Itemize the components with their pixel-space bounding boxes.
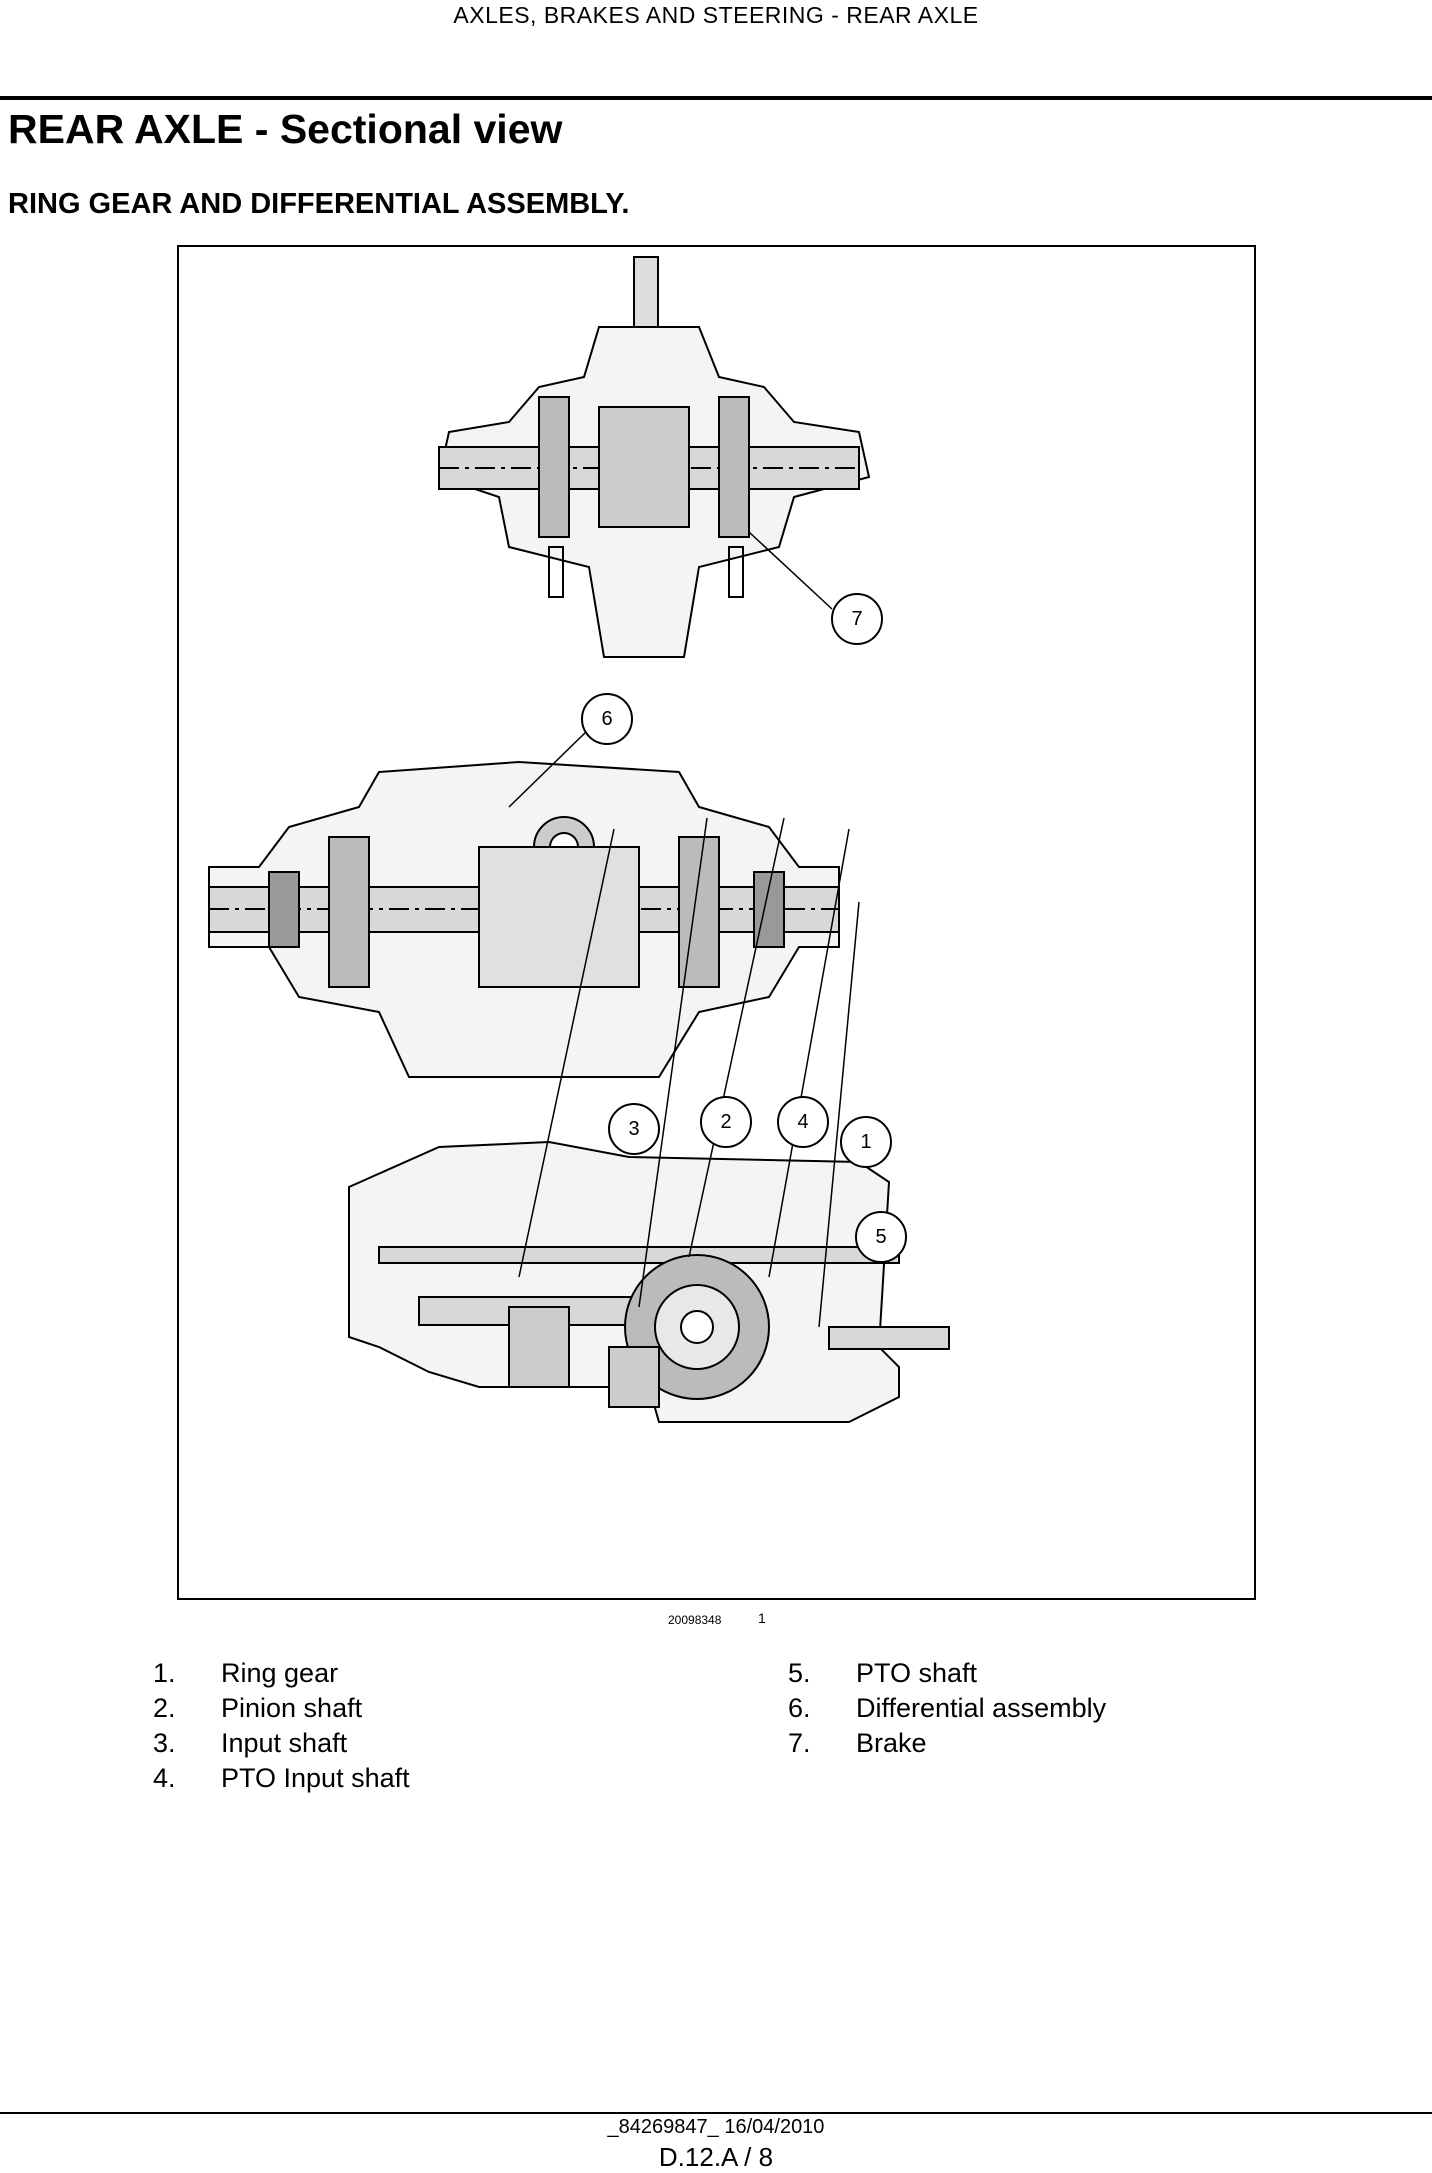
leader-lines [508, 531, 860, 1328]
footer-page-number: D.12.A / 8 [658, 2142, 774, 2172]
callout-7: 7 [831, 593, 883, 645]
legend-number: 3. [153, 1728, 176, 1758]
callout-4: 4 [777, 1096, 829, 1148]
header-rule [0, 96, 1432, 100]
legend-label: Pinion shaft [221, 1693, 363, 1723]
legend-label: Input shaft [221, 1728, 348, 1758]
svg-text:7: 7 [851, 608, 862, 630]
longitudinal-section-drawing [348, 1140, 950, 1423]
callout-1: 1 [840, 1116, 892, 1168]
legend-number: 6. [788, 1693, 811, 1723]
svg-text:3: 3 [628, 1118, 639, 1140]
legend-number: 1. [153, 1658, 176, 1688]
callouts: 7 6 3 2 4 1 5 [581, 593, 907, 1263]
callout-5: 5 [855, 1211, 907, 1263]
callout-3: 3 [608, 1103, 660, 1155]
figure-number: 1 [758, 1610, 766, 1626]
callout-2: 2 [700, 1096, 752, 1148]
legend-number: 5. [788, 1658, 811, 1688]
svg-text:6: 6 [601, 708, 612, 730]
legend-label: PTO shaft [856, 1658, 978, 1688]
legend-label: Ring gear [221, 1658, 339, 1688]
running-header: AXLES, BRAKES AND STEERING - REAR AXLE [453, 2, 979, 28]
legend-label: PTO Input shaft [221, 1763, 410, 1793]
svg-text:4: 4 [797, 1111, 808, 1133]
callout-6: 6 [581, 693, 633, 745]
figure-image-id: 20098348 [668, 1613, 722, 1627]
rear-axle-drawing [208, 256, 950, 1423]
sectional-view-figure: 7 6 3 2 4 1 5 [177, 245, 1256, 1600]
page-title: REAR AXLE - Sectional view [8, 106, 563, 152]
footer-doc-reference: _84269847_ 16/04/2010 [607, 2116, 825, 2138]
svg-text:5: 5 [875, 1226, 886, 1248]
legend-label: Brake [856, 1728, 927, 1758]
legend-number: 2. [153, 1693, 176, 1723]
legend-number: 4. [153, 1763, 176, 1793]
svg-text:2: 2 [720, 1111, 731, 1133]
legend-label: Differential assembly [856, 1693, 1107, 1723]
legend-number: 7. [788, 1728, 811, 1758]
footer-rule [0, 2112, 1432, 2114]
section-title: RING GEAR AND DIFFERENTIAL ASSEMBLY. [8, 188, 630, 220]
svg-text:1: 1 [860, 1131, 871, 1153]
brake-section-drawing [437, 256, 871, 658]
